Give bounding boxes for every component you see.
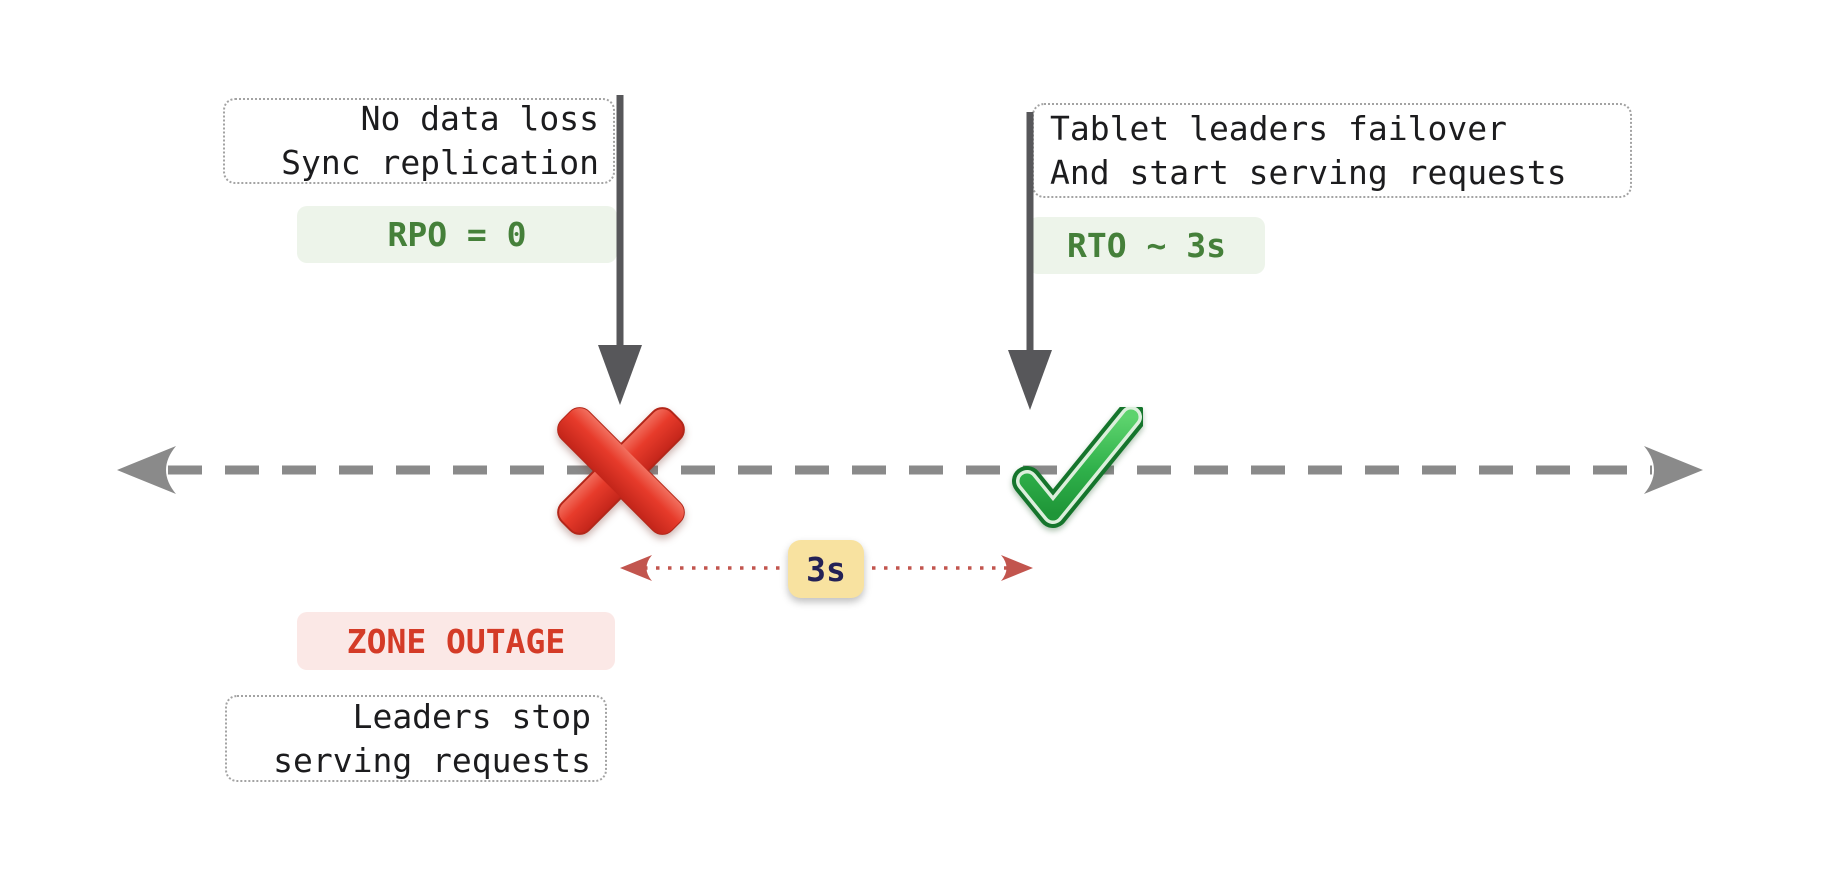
timeline-right-arrowhead bbox=[1644, 446, 1703, 494]
note-line: Tablet leaders failover bbox=[1050, 108, 1507, 148]
down-arrow-outage-icon bbox=[598, 95, 642, 405]
zone-outage-badge-label: ZONE OUTAGE bbox=[346, 621, 566, 661]
duration-badge: 3s bbox=[788, 540, 864, 598]
note-line: Leaders stop bbox=[352, 696, 591, 736]
note-failover: Tablet leaders failover And start servin… bbox=[1032, 103, 1632, 198]
rpo-badge-label: RPO = 0 bbox=[387, 215, 527, 254]
rto-badge-label: RTO ~ 3s bbox=[1067, 226, 1226, 265]
red-cross-mark-icon bbox=[557, 407, 685, 535]
note-line: And start serving requests bbox=[1050, 152, 1567, 192]
note-sync-replication: No data loss Sync replication bbox=[223, 98, 615, 184]
note-line: No data loss bbox=[360, 99, 599, 139]
green-check-mark-icon bbox=[1012, 407, 1143, 528]
zone-outage-badge: ZONE OUTAGE bbox=[297, 612, 615, 670]
note-line: serving requests bbox=[273, 740, 591, 780]
duration-badge-label: 3s bbox=[806, 549, 846, 589]
rto-badge: RTO ~ 3s bbox=[1028, 217, 1265, 274]
timeline-left-arrowhead bbox=[117, 446, 176, 494]
down-arrow-recovery-icon bbox=[1008, 112, 1052, 410]
note-line: Sync replication bbox=[281, 143, 599, 182]
duration-right-arrowhead bbox=[1001, 555, 1033, 581]
rpo-badge: RPO = 0 bbox=[297, 206, 617, 263]
duration-left-arrowhead bbox=[620, 555, 652, 581]
note-leaders-stop: Leaders stop serving requests bbox=[225, 695, 607, 782]
